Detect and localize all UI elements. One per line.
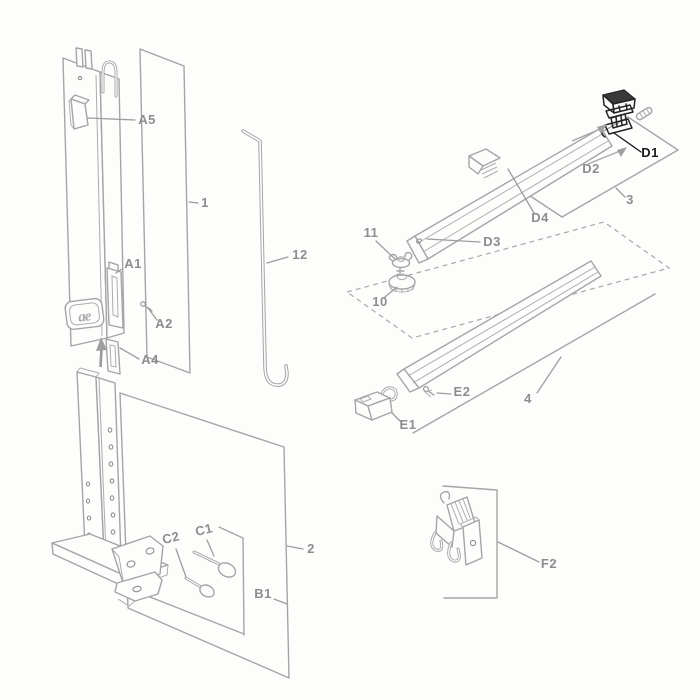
leader-D1	[613, 132, 642, 153]
label-D3: D3	[483, 234, 501, 249]
detail-box-dashed	[345, 221, 671, 339]
label-B1: B1	[254, 586, 272, 601]
label-A5: A5	[138, 112, 156, 127]
label-C1: C1	[194, 520, 215, 539]
rail-end-hole	[416, 238, 422, 244]
leader-1	[188, 201, 199, 204]
leader-B1	[273, 598, 288, 605]
up-arrow	[96, 337, 107, 351]
part-F2-bracket	[430, 490, 483, 566]
label-D1: D1	[641, 145, 659, 160]
adjustment-holes	[85, 427, 116, 538]
leader-12	[266, 256, 289, 264]
leader-E1	[391, 412, 402, 423]
leader-4	[536, 356, 562, 394]
leader-A1	[115, 268, 123, 274]
label-A2: A2	[155, 316, 173, 331]
top-prong	[75, 47, 84, 68]
upper-rail-drawing: ae	[62, 47, 153, 375]
detail-box-B1	[149, 526, 245, 636]
brand-emblem: ae	[64, 297, 105, 330]
part-10-foot	[388, 273, 416, 293]
label-2: 2	[307, 541, 315, 556]
label-E1: E1	[400, 417, 417, 432]
leader-E2	[436, 392, 452, 395]
label-D2: D2	[582, 161, 600, 176]
part-A5-tab	[68, 94, 90, 130]
part-C2-pin	[184, 576, 215, 598]
label-E2: E2	[454, 384, 471, 399]
label-10: 10	[372, 294, 387, 309]
label-C2: C2	[161, 528, 182, 547]
part-D1-pin	[635, 106, 653, 121]
part-A1-slider	[106, 261, 124, 329]
label-11: 11	[364, 225, 379, 240]
leader-C2	[175, 548, 187, 578]
leader-D3	[426, 238, 481, 243]
part-C1-pin	[192, 550, 237, 578]
label-12: 12	[292, 247, 307, 262]
leader-C1	[206, 539, 215, 557]
leader-A4	[119, 347, 140, 360]
leader-A2	[147, 307, 158, 321]
part-A4-slider	[96, 337, 121, 375]
panel-2-outline	[119, 392, 290, 679]
leader-11	[375, 240, 396, 260]
part-E1-latch	[354, 386, 398, 421]
part-4-rail	[396, 260, 602, 393]
leader-10	[384, 286, 398, 298]
panel-4-line	[412, 293, 656, 434]
label-3: 3	[626, 192, 634, 207]
panel-1-outline	[139, 48, 191, 374]
part-E2-screw	[423, 386, 435, 398]
emblem-text: ae	[77, 308, 92, 326]
part-D1-latch	[601, 89, 636, 138]
label-4: 4	[524, 391, 532, 406]
direction-arrows	[571, 124, 627, 165]
part-3-rail	[406, 127, 613, 264]
leader-D4	[507, 168, 535, 214]
leader-3	[615, 187, 626, 198]
part-D4-clip	[468, 148, 501, 179]
leader-F2	[497, 541, 540, 563]
detail-box-F2	[442, 485, 498, 599]
label-1: 1	[201, 195, 209, 210]
top-prong	[84, 49, 93, 70]
lower-channel-drawing	[76, 367, 122, 559]
label-D4: D4	[531, 210, 549, 225]
label-A4: A4	[141, 352, 159, 367]
leader-2	[286, 545, 304, 550]
base-angle-bracket	[111, 535, 164, 607]
leader-A5	[87, 117, 136, 121]
label-A1: A1	[124, 256, 142, 271]
label-F2: F2	[541, 556, 557, 571]
part-12-rod	[241, 129, 289, 387]
